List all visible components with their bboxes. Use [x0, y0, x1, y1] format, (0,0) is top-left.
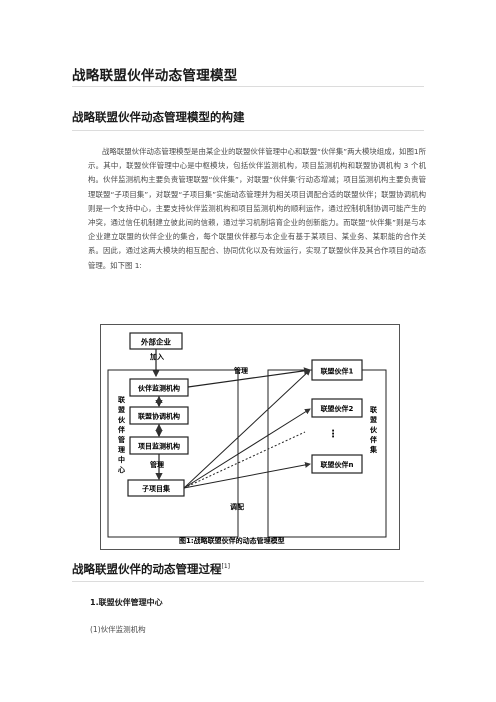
partner2-label: 联盟伙伴2	[321, 404, 354, 413]
center-char-3: 伴	[117, 425, 125, 434]
center-char-0: 联	[118, 395, 126, 404]
set-char-4: 集	[369, 445, 378, 454]
join-label: 加入	[149, 352, 164, 361]
center-char-4: 管	[118, 435, 125, 444]
section2-heading: 战略联盟伙伴的动态管理过程[1]	[72, 561, 230, 577]
alliance-coord-label: 联盟协调机构	[138, 412, 180, 421]
section1-heading: 战略联盟伙伴动态管理模型的构建	[72, 110, 245, 124]
allocate-label: 调配	[230, 502, 244, 511]
partnern-label: 联盟伙伴n	[321, 460, 354, 469]
partner-ellipsis: ⋮	[328, 429, 338, 440]
subsection1-heading: 1.联盟伙伴管理中心	[90, 598, 163, 607]
section2-heading-text: 战略联盟伙伴的动态管理过程	[72, 562, 222, 576]
center-char-6: 中	[118, 455, 125, 464]
figure-caption: 图1:战略联盟伙伴的动态管理模型	[179, 536, 285, 545]
center-char-1: 盟	[118, 405, 125, 414]
section2-ref[interactable]: [1]	[221, 563, 231, 571]
center-char-2: 伙	[118, 416, 126, 424]
partner-monitor-label: 伙伴监测机构	[138, 384, 180, 393]
section1-paragraph: 战略联盟伙伴动态管理模型是由某企业的联盟伙伴管理中心和联盟“伙伴集”两大模块组成…	[88, 147, 426, 270]
manage-arrow-h	[187, 367, 312, 388]
set-vertical-label: 联 盟 伙 伴 集	[369, 405, 378, 454]
external-label: 外部企业	[141, 337, 171, 347]
partnern-box	[311, 454, 363, 474]
set-char-1: 盟	[370, 415, 377, 424]
center-frame	[107, 369, 239, 538]
center-vertical-label: 联 盟 伙 伴 管 理 中 心	[117, 395, 126, 474]
partner2-box	[311, 398, 363, 418]
manage-label-h: 管理	[234, 366, 248, 375]
set-char-3: 伴	[369, 435, 377, 444]
subproject-label: 子项目集	[142, 484, 171, 493]
manage-label-v: 管理	[150, 460, 164, 469]
page-title: 战略联盟伙伴动态管理模型	[72, 68, 238, 84]
set-char-0: 联	[370, 405, 378, 414]
center-char-5: 理	[118, 445, 125, 454]
project-monitor-label: 项目监测机构	[138, 442, 180, 451]
partner1-box	[311, 359, 363, 381]
section1-divider	[72, 130, 424, 131]
center-char-7: 心	[118, 465, 125, 474]
set-char-2: 伙	[370, 426, 378, 434]
model-diagram: 外部企业 加入 联 盟 伙 伴 管 理 中 心 伙伴监测机构 联盟协调机构 项目…	[100, 324, 400, 550]
subsection1-1-heading: (1)伙伴监测机构	[90, 625, 146, 634]
title-divider	[72, 86, 424, 87]
section2-divider	[72, 581, 424, 582]
partner1-label: 联盟伙伴1	[321, 367, 354, 376]
